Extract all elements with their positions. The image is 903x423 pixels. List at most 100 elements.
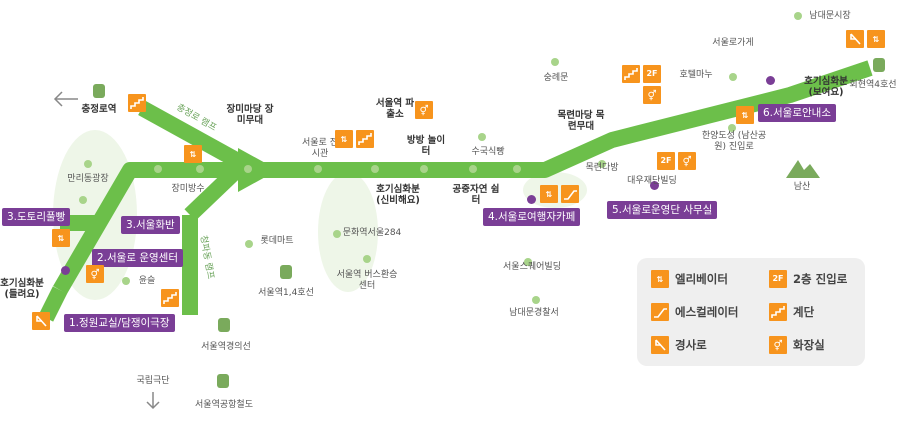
label-hogi-mid: 호기심화분 (신비해요) (376, 184, 420, 207)
legend-2f-label: 2층 진입로 (793, 272, 848, 286)
route-dot (478, 133, 486, 141)
label-national-theater: 국립극단 (136, 376, 170, 386)
stairs-icon (128, 94, 146, 112)
route-dot (371, 165, 379, 173)
svg-text:⚥: ⚥ (773, 340, 782, 352)
route-dot (513, 165, 521, 173)
svg-text:⚥: ⚥ (90, 269, 99, 281)
2f-entrance-icon: 2F (643, 65, 661, 83)
route-dot (363, 255, 371, 263)
svg-text:⇅: ⇅ (190, 150, 197, 159)
legend: ⇅ 엘리베이터 2F 2층 진입로 에스컬레이터 계단 경사로 ⚥ 화장실 (637, 258, 865, 366)
stop-1[interactable]: 1.정원교실/담쟁이극장 (64, 314, 175, 332)
stop-dot (61, 266, 70, 275)
label-seoul-1-4: 서울역1,4호선 (258, 288, 314, 298)
label-seoulro-exhibit: 서울로 전시관 (302, 138, 338, 159)
label-namdaemun-police: 남대문경찰서 (509, 308, 559, 318)
label-bangbang: 방방 놀이터 (406, 135, 446, 158)
legend-elevator-label: 엘리베이터 (675, 272, 728, 286)
route-dot (794, 12, 802, 20)
svg-text:⇅: ⇅ (58, 234, 65, 243)
halo-culture (318, 172, 378, 292)
ramp-icon (32, 312, 50, 330)
elevator-icon: ⇅ (52, 229, 70, 247)
mountain-icon (786, 160, 820, 178)
escalator-icon (561, 185, 579, 203)
legend-toilet: ⚥ 화장실 (769, 336, 825, 354)
elevator-icon: ⇅ (736, 106, 754, 124)
route-dot (598, 160, 606, 168)
label-yunseul: 윤슬 (138, 276, 156, 286)
label-public-rest: 공중자연 쉼터 (452, 184, 500, 207)
svg-text:⇅: ⇅ (742, 111, 749, 120)
toilet-icon: ⚥ (769, 336, 787, 354)
label-namsan: 남산 (793, 182, 811, 192)
label-rose-plaza: 장미마당 장미무대 (226, 104, 274, 127)
elevator-icon: ⇅ (335, 130, 353, 148)
route-dot (84, 160, 92, 168)
label-hoehyeon: 회현역4호선 (849, 80, 897, 90)
stairs-icon (622, 65, 640, 83)
svg-text:⇅: ⇅ (341, 135, 348, 144)
label-gyeongui: 서울역경의선 (201, 342, 251, 352)
route-dot (314, 165, 322, 173)
stop-3[interactable]: 3.도토리풀빵 (2, 208, 71, 226)
toilet-icon: ⚥ (415, 101, 433, 119)
label-airport-rail: 서울역공항철도 (195, 400, 253, 410)
stop-5[interactable]: 5.서울로운영단 사무실 (607, 201, 718, 219)
svg-text:⇅: ⇅ (657, 275, 664, 284)
elevator-icon: ⇅ (184, 145, 202, 163)
toilet-icon: ⚥ (678, 152, 696, 170)
label-mallidong: 만리동광장 (67, 174, 109, 184)
svg-text:⚥: ⚥ (647, 90, 656, 102)
stop-dot (650, 181, 659, 190)
elevator-icon: ⇅ (540, 185, 558, 203)
ramp-icon (651, 336, 669, 354)
label-hogi-right: 호기심화분 (보여요) (804, 76, 848, 99)
toilet-icon: ⚥ (643, 86, 661, 104)
route-dot (532, 296, 540, 304)
label-seoul-police: 서울역 파출소 (375, 98, 415, 121)
label-rose-bed: 장미방수 (171, 184, 205, 194)
route-dot (551, 58, 559, 66)
ramp-icon (846, 30, 864, 48)
route-arrowhead (238, 148, 278, 192)
label-seoul-bus: 서울역 버스환승센터 (336, 270, 398, 291)
label-mongnyeon-tea: 목련다방 (585, 163, 619, 173)
stairs-icon (356, 130, 374, 148)
arrow-left-icon (53, 91, 78, 107)
stairs-icon (161, 289, 179, 307)
elevator-icon: ⇅ (651, 270, 669, 288)
route-dot (469, 165, 477, 173)
stop-3b[interactable]: 3.서울화반 (121, 216, 180, 234)
stop-2[interactable]: 2.서울로 운영센터 (92, 249, 183, 267)
route-dot (728, 124, 736, 132)
route-dot (196, 165, 204, 173)
label-seoul-square: 서울스퀘어빌딩 (503, 262, 561, 272)
route-dot (333, 230, 341, 238)
route-dot (245, 240, 253, 248)
route-dot (122, 277, 130, 285)
route-main (53, 60, 873, 295)
route-cheongpa-branch (184, 166, 241, 221)
stop-4[interactable]: 4.서울로여행자카페 (483, 208, 581, 226)
label-chungjeongno: 충정로역 (81, 104, 117, 115)
legend-toilet-label: 화장실 (793, 338, 825, 352)
legend-stairs-label: 계단 (793, 305, 815, 319)
label-hanyang: 한양도성 (남산공원) 진입로 (701, 131, 767, 152)
stop-6[interactable]: 6.서울로안내소 (758, 104, 836, 122)
train-icon (93, 58, 885, 388)
route-dot (524, 258, 532, 266)
route-dot (154, 165, 162, 173)
legend-stairs: 계단 (769, 303, 814, 321)
toilet-icon: ⚥ (86, 265, 104, 283)
label-mongnyeon-plaza: 목련마당 목련무대 (557, 110, 605, 133)
legend-escalator: 에스컬레이터 (651, 303, 738, 321)
stop-dot (766, 76, 775, 85)
route-dot (729, 73, 737, 81)
route-dot (244, 165, 252, 173)
legend-ramp: 경사로 (651, 336, 707, 354)
route-dot (420, 165, 428, 173)
2f-entrance-icon: 2F (657, 152, 675, 170)
